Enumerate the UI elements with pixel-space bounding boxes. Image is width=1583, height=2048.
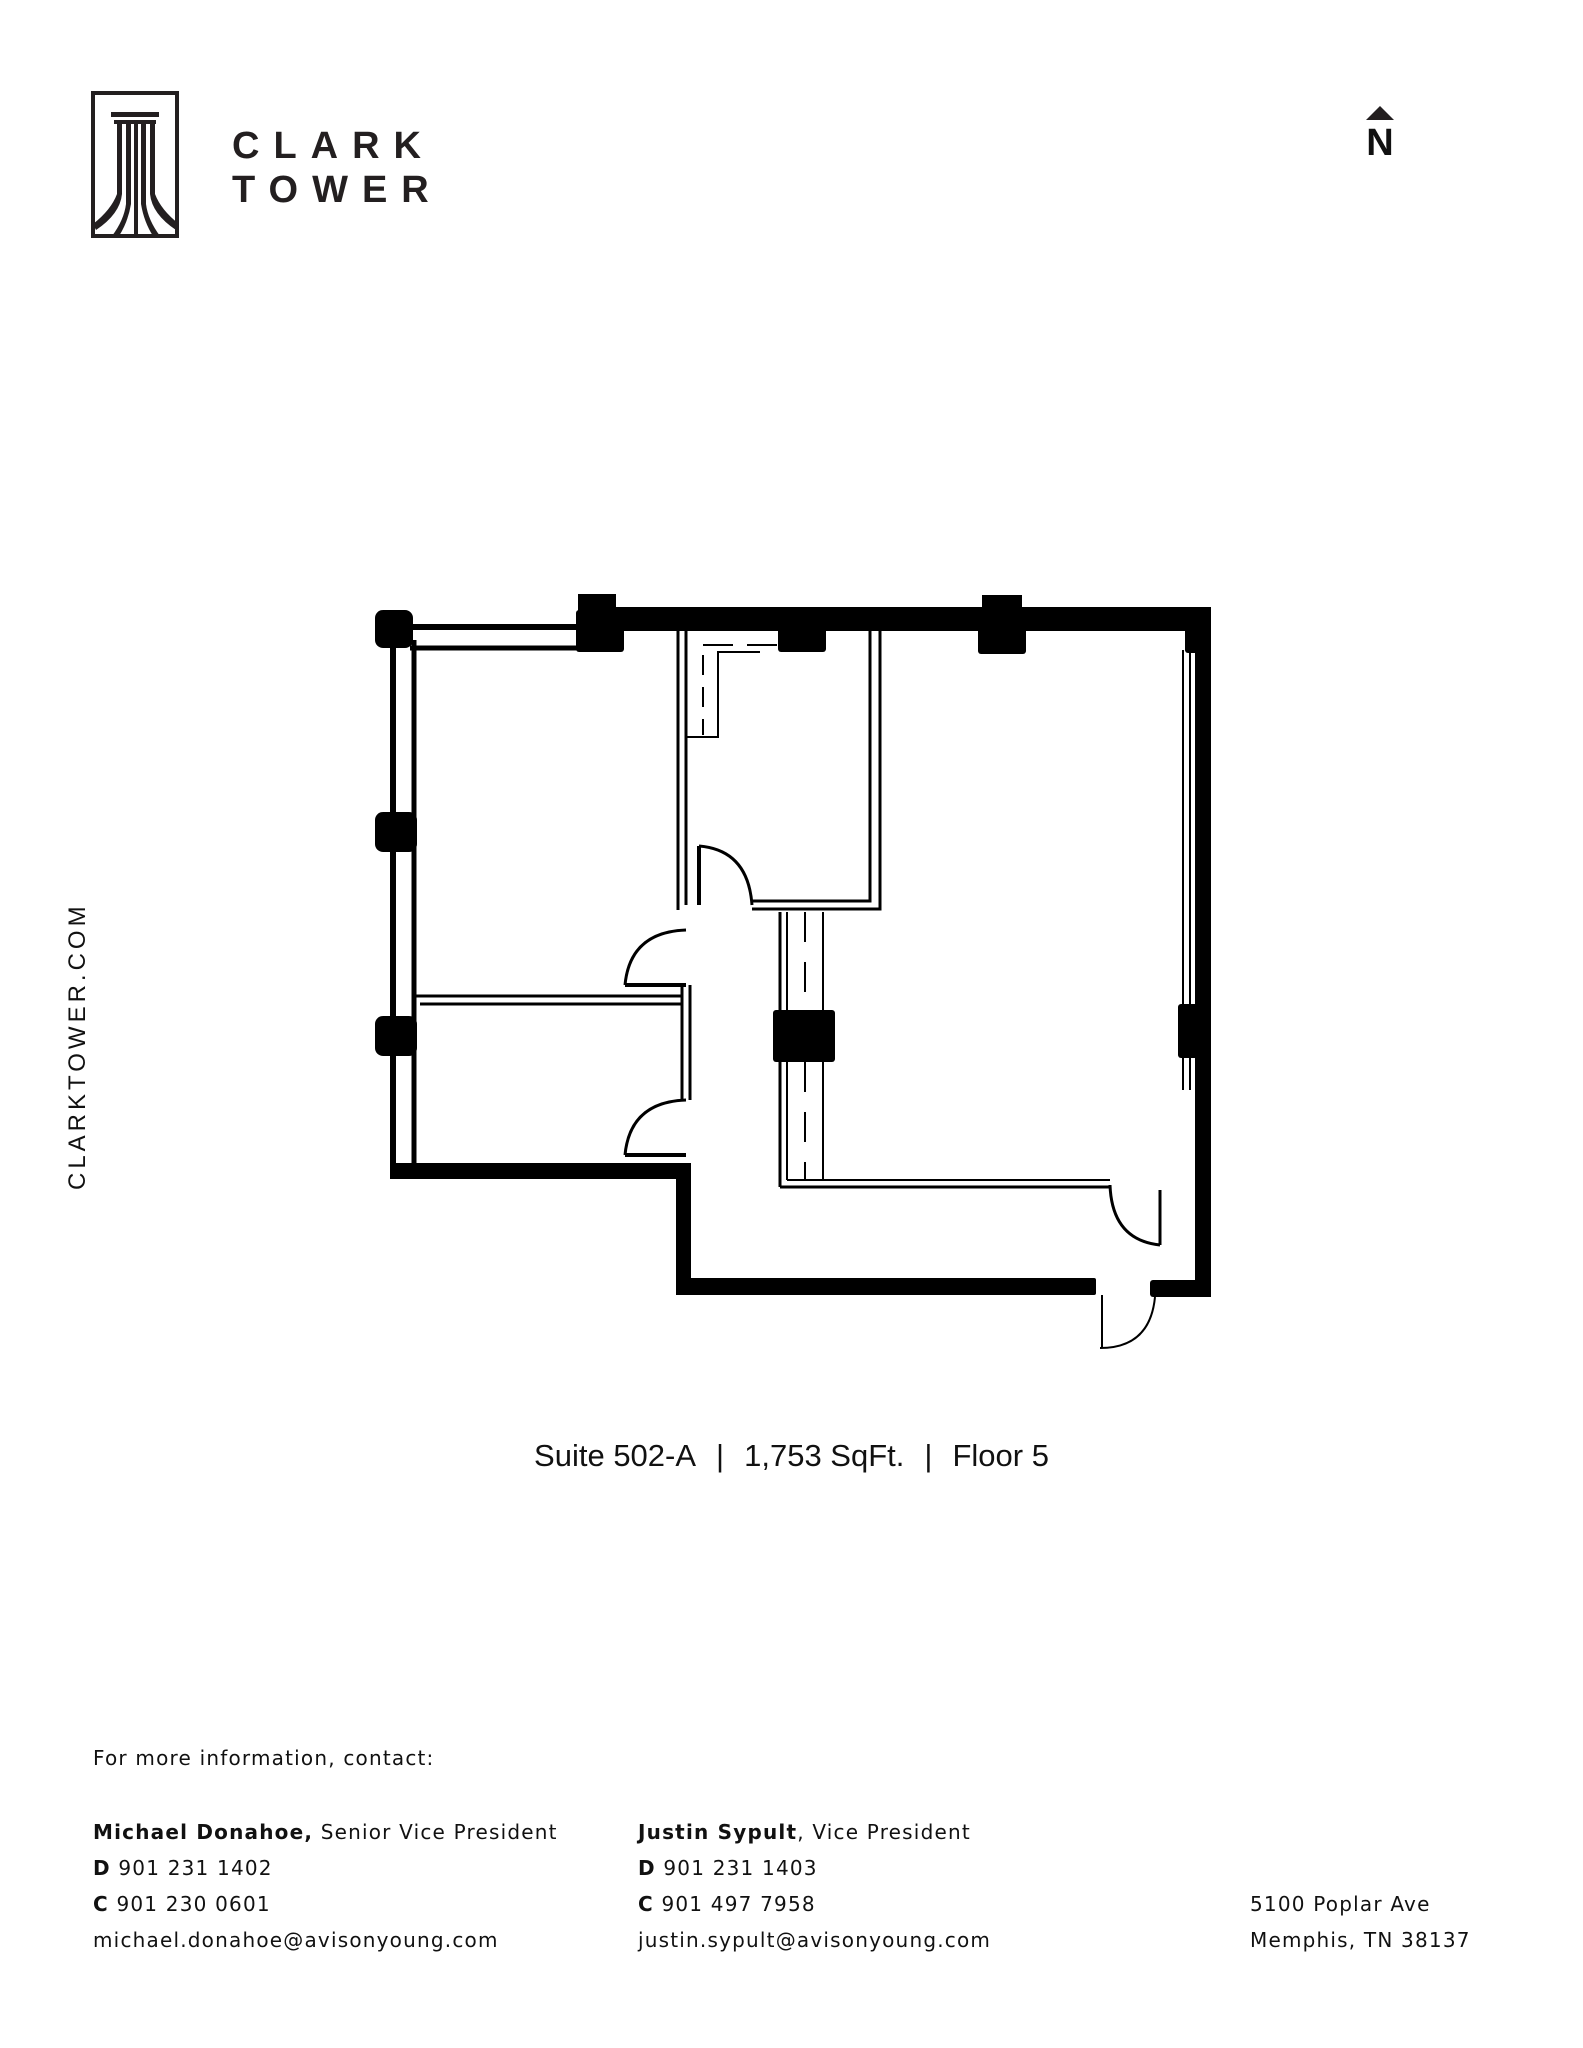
brand-line-2: TOWER xyxy=(232,169,443,211)
building-address: 5100 Poplar Ave Memphis, TN 38137 xyxy=(1250,1886,1471,1958)
suite-number: Suite 502-A xyxy=(534,1438,697,1473)
separator: | xyxy=(716,1438,725,1473)
cell-label: C xyxy=(638,1892,654,1916)
email-link[interactable]: michael.donahoe@avisonyoung.com xyxy=(93,1928,499,1952)
address-line-2: Memphis, TN 38137 xyxy=(1250,1928,1471,1952)
north-label: N xyxy=(1366,122,1394,164)
contact-name: Justin Sypult xyxy=(638,1820,798,1844)
suite-floor: Floor 5 xyxy=(952,1438,1049,1473)
suite-summary: Suite 502-A | 1,753 SqFt. | Floor 5 xyxy=(0,1438,1583,1474)
contact-title: Senior Vice President xyxy=(313,1820,558,1844)
contact-name: Michael Donahoe, xyxy=(93,1820,314,1844)
contact-title: , Vice President xyxy=(797,1820,971,1844)
column-tower-logo-icon xyxy=(91,91,179,238)
separator: | xyxy=(924,1438,933,1473)
brand-wordmark: CLARK TOWER xyxy=(232,124,443,212)
cell-phone[interactable]: 901 230 0601 xyxy=(116,1892,271,1916)
contact-card-michael: Michael Donahoe, Senior Vice President D… xyxy=(93,1814,558,1958)
direct-label: D xyxy=(93,1856,111,1880)
suite-area: 1,753 SqFt. xyxy=(744,1438,905,1473)
cell-phone[interactable]: 901 497 7958 xyxy=(661,1892,816,1916)
north-arrow-icon xyxy=(1366,106,1394,120)
contact-card-justin: Justin Sypult, Vice President D 901 231 … xyxy=(638,1814,991,1958)
address-line-1: 5100 Poplar Ave xyxy=(1250,1892,1431,1916)
direct-phone[interactable]: 901 231 1402 xyxy=(118,1856,273,1880)
contact-intro: For more information, contact: xyxy=(93,1746,435,1770)
direct-phone[interactable]: 901 231 1403 xyxy=(663,1856,818,1880)
cell-label: C xyxy=(93,1892,109,1916)
email-link[interactable]: justin.sypult@avisonyoung.com xyxy=(638,1928,992,1952)
north-arrow: N xyxy=(1360,106,1400,162)
brand-line-1: CLARK xyxy=(232,125,435,167)
direct-label: D xyxy=(638,1856,656,1880)
